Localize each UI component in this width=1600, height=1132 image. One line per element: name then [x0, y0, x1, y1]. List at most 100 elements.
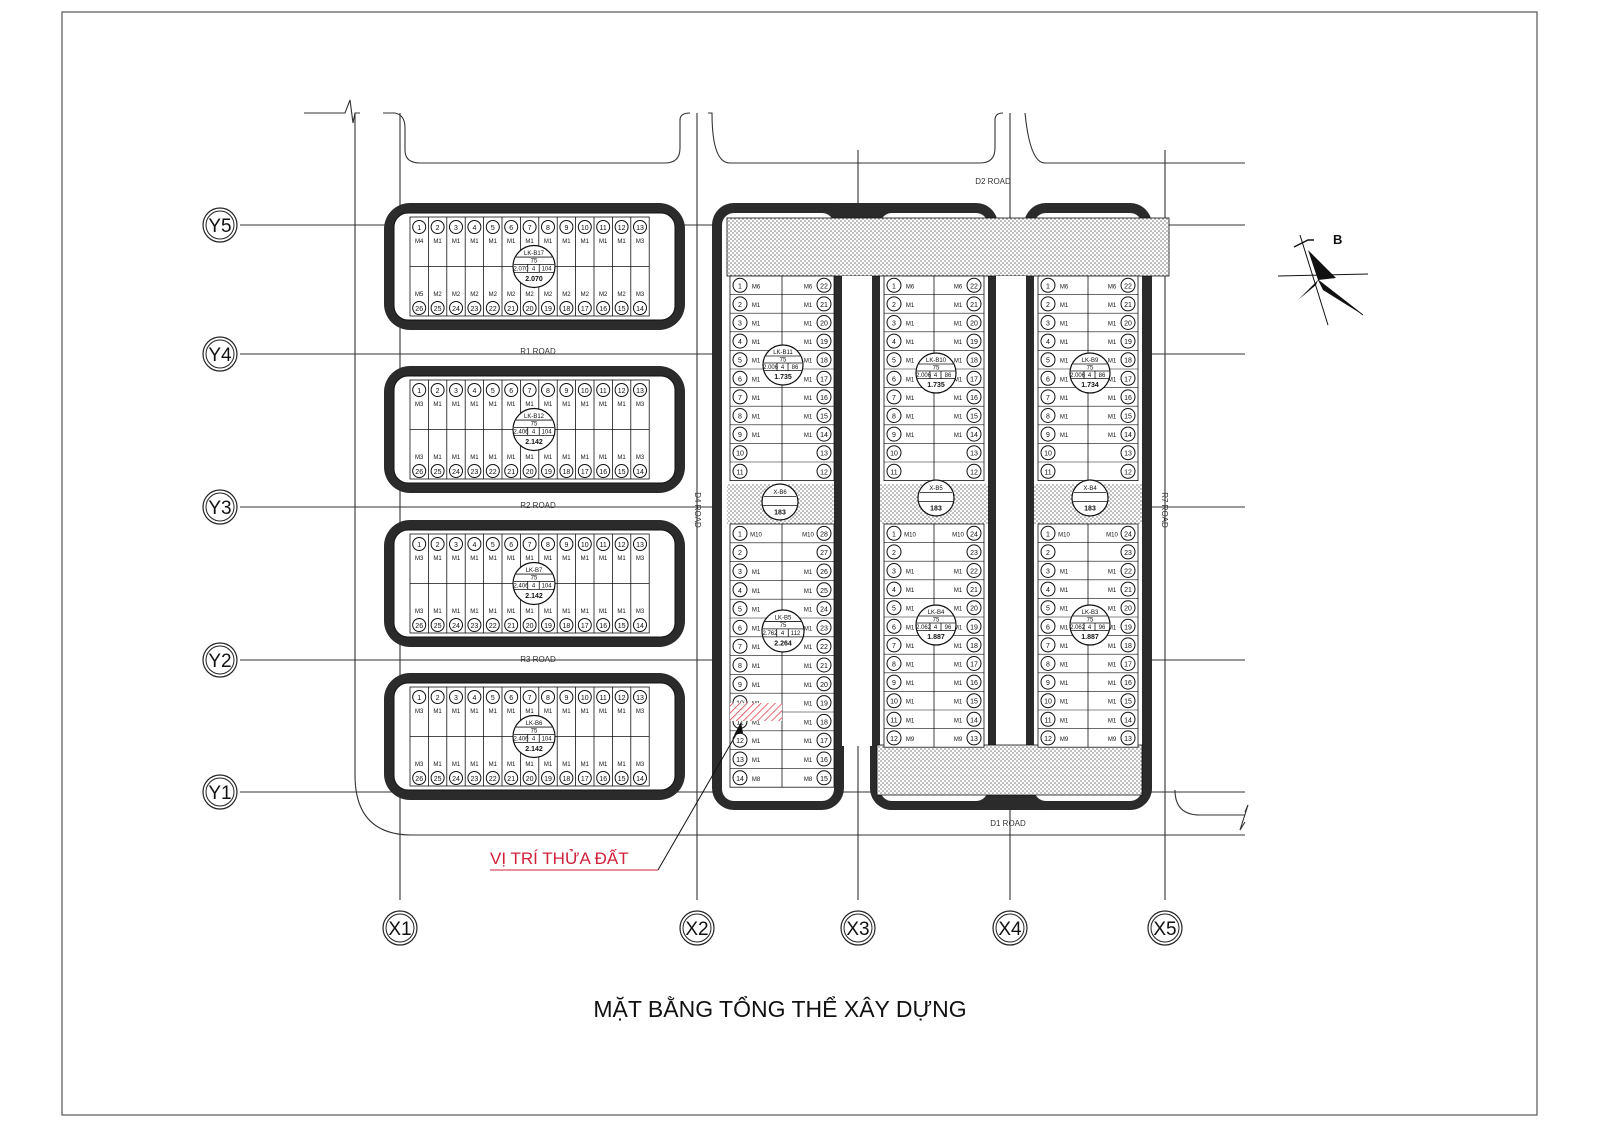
lot-number: 11 [596, 220, 611, 234]
lot-number-text: 18 [563, 623, 571, 630]
lot-number: 24 [449, 618, 463, 632]
block-area: 2.142 [525, 593, 543, 600]
lot-number-text: 16 [820, 395, 828, 402]
lot-type: M3 [415, 762, 424, 768]
lot-number-text: 16 [599, 623, 607, 630]
lot-number: 9 [732, 426, 748, 442]
lot-number-text: 15 [618, 623, 626, 630]
lot-type: M2 [452, 292, 461, 298]
road-label-d1: D1 ROAD [990, 819, 1026, 828]
lot-type: M2 [544, 292, 553, 298]
lot-number-text: 21 [1124, 587, 1132, 594]
lot-number: 4 [732, 582, 748, 598]
lot-number-text: 11 [600, 225, 607, 232]
lot-number-text: 16 [1124, 395, 1132, 402]
lot-type: M2 [617, 292, 626, 298]
lot-number: 7 [732, 638, 748, 654]
lot-type: M1 [452, 402, 461, 408]
lot-type: M1 [562, 455, 571, 461]
lot-number: 6 [732, 619, 748, 635]
lot-type: M3 [415, 402, 424, 408]
block-area: 2.070 [525, 276, 543, 283]
lot-type: M1 [804, 626, 813, 632]
lot-number: 21 [504, 618, 519, 632]
lot-number: 14 [816, 426, 832, 442]
lot-type: M1 [752, 645, 761, 651]
lot-number: 13 [966, 730, 982, 746]
lot-number: 9 [1040, 426, 1056, 442]
lot-number-text: 18 [563, 469, 571, 476]
lot-type: M1 [581, 762, 590, 768]
lot-number-text: 25 [434, 469, 442, 476]
lot-number: 23 [467, 618, 482, 632]
lot-type: M1 [1108, 700, 1117, 706]
lot-number-text: 7 [738, 644, 742, 651]
lot-type: M3 [415, 556, 424, 562]
lot-number: 18 [559, 301, 574, 315]
block-value-c: 4 [532, 584, 536, 590]
lot-number-text: 20 [526, 469, 534, 476]
lot-number-text: 3 [892, 321, 896, 328]
block-value-b: 2.006 [916, 373, 932, 379]
lot-type: M1 [804, 645, 813, 651]
lot-type: M1 [1108, 570, 1117, 576]
lot-type: M1 [617, 762, 626, 768]
lot-number-text: 16 [599, 469, 607, 476]
block-value-c: 4 [781, 631, 785, 637]
lot-type: M1 [954, 700, 963, 706]
lot-number: 1 [886, 277, 902, 293]
lot-number: 2 [1040, 544, 1056, 560]
lot-number-text: 1 [417, 542, 421, 549]
lot-number: 21 [504, 771, 519, 785]
lot-type: M1 [562, 556, 571, 562]
block-floors: 75 [933, 617, 940, 623]
lot-number-text: 26 [820, 569, 828, 576]
block-value-d: 104 [542, 430, 553, 436]
block-name: LK-B4 [928, 610, 945, 616]
lot-number-text: 15 [618, 469, 626, 476]
lot-number-text: 18 [1124, 643, 1132, 650]
lot-type: M1 [906, 396, 915, 402]
lot-type: M1 [562, 762, 571, 768]
lot-number: 23 [467, 464, 482, 478]
lot-number: 15 [1120, 693, 1136, 709]
lot-number: 12 [816, 463, 832, 479]
lot-number: 19 [966, 618, 982, 634]
lot-number: 20 [1120, 315, 1136, 330]
lot-number-text: 19 [544, 776, 552, 783]
lot-number: 3 [1040, 315, 1056, 330]
lot-number-text: 15 [1124, 414, 1132, 421]
lot-number: 5 [886, 352, 902, 368]
drawing-title: MẶT BẰNG TỔNG THỂ XÂY DỰNG [593, 995, 966, 1022]
block-value-d: 104 [542, 267, 553, 273]
lot-number: 7 [886, 389, 902, 405]
lot-number: 6 [732, 370, 748, 386]
lot-number: 22 [1120, 563, 1136, 578]
lot-type: M1 [470, 402, 479, 408]
lot-type: M1 [544, 239, 553, 245]
lot-number: 11 [886, 463, 902, 479]
lot-number-text: 13 [636, 388, 644, 395]
lot-number: 7 [886, 637, 902, 653]
lot-number-text: 12 [736, 738, 744, 745]
lot-number-text: 3 [738, 569, 742, 576]
block-value-c: 4 [1088, 625, 1092, 631]
lot-number: 16 [966, 674, 982, 690]
road-label-r2: R2 ROAD [520, 501, 556, 510]
lot-type: M1 [489, 455, 498, 461]
lot-number: 10 [1040, 445, 1056, 461]
north-arrow-icon: B [1277, 232, 1369, 326]
lot-number-text: 6 [738, 376, 742, 383]
lot-number: 4 [886, 333, 902, 349]
lot-number: 18 [816, 352, 832, 368]
lot-type: M1 [804, 359, 813, 365]
block-value-b: 2.006 [1070, 373, 1086, 379]
lot-number-text: 13 [970, 736, 978, 743]
lot-type: M1 [617, 609, 626, 615]
lot-number-text: 24 [452, 306, 460, 313]
lot-number-text: 7 [738, 395, 742, 402]
lot-number-text: 23 [970, 550, 978, 557]
lot-number: 12 [614, 220, 629, 234]
